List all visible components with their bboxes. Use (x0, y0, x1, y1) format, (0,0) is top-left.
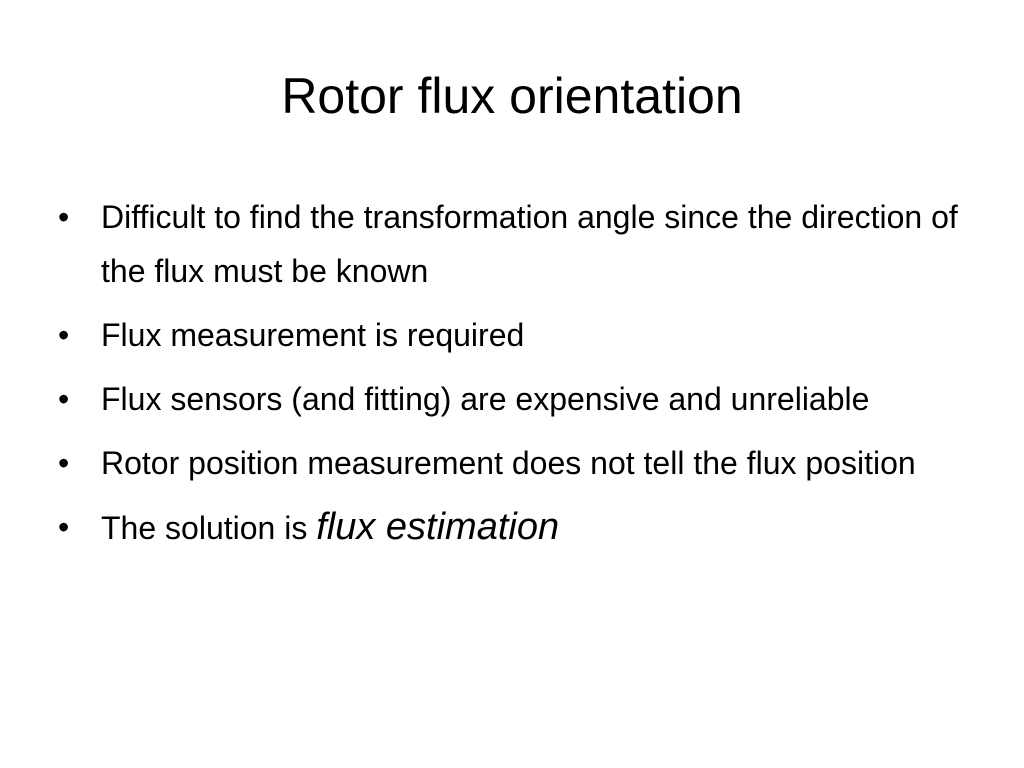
bullet-item: • Flux sensors (and fitting) are expensi… (58, 372, 978, 426)
bullet-dot-icon: • (58, 509, 70, 545)
bullet-item: • Flux measurement is required (58, 308, 978, 362)
bullet-dot-icon: • (58, 381, 70, 417)
bullet-text: Difficult to find the transformation ang… (101, 199, 958, 289)
bullet-text-emphasis: flux estimation (316, 506, 560, 548)
slide-title: Rotor flux orientation (281, 68, 743, 124)
bullet-list: • Difficult to find the transformation a… (58, 190, 978, 565)
bullet-item: • Difficult to find the transformation a… (58, 190, 978, 298)
bullet-dot-icon: • (58, 317, 70, 353)
bullet-text-prefix: The solution is (101, 510, 317, 546)
bullet-dot-icon: • (58, 445, 70, 481)
bullet-text: Flux sensors (and fitting) are expensive… (101, 381, 870, 417)
bullet-text: Rotor position measurement does not tell… (101, 445, 916, 481)
bullet-text: Flux measurement is required (101, 317, 525, 353)
bullet-item: • Rotor position measurement does not te… (58, 436, 978, 490)
bullet-item-solution: • The solution is flux estimation (58, 500, 978, 555)
bullet-dot-icon: • (58, 199, 70, 235)
